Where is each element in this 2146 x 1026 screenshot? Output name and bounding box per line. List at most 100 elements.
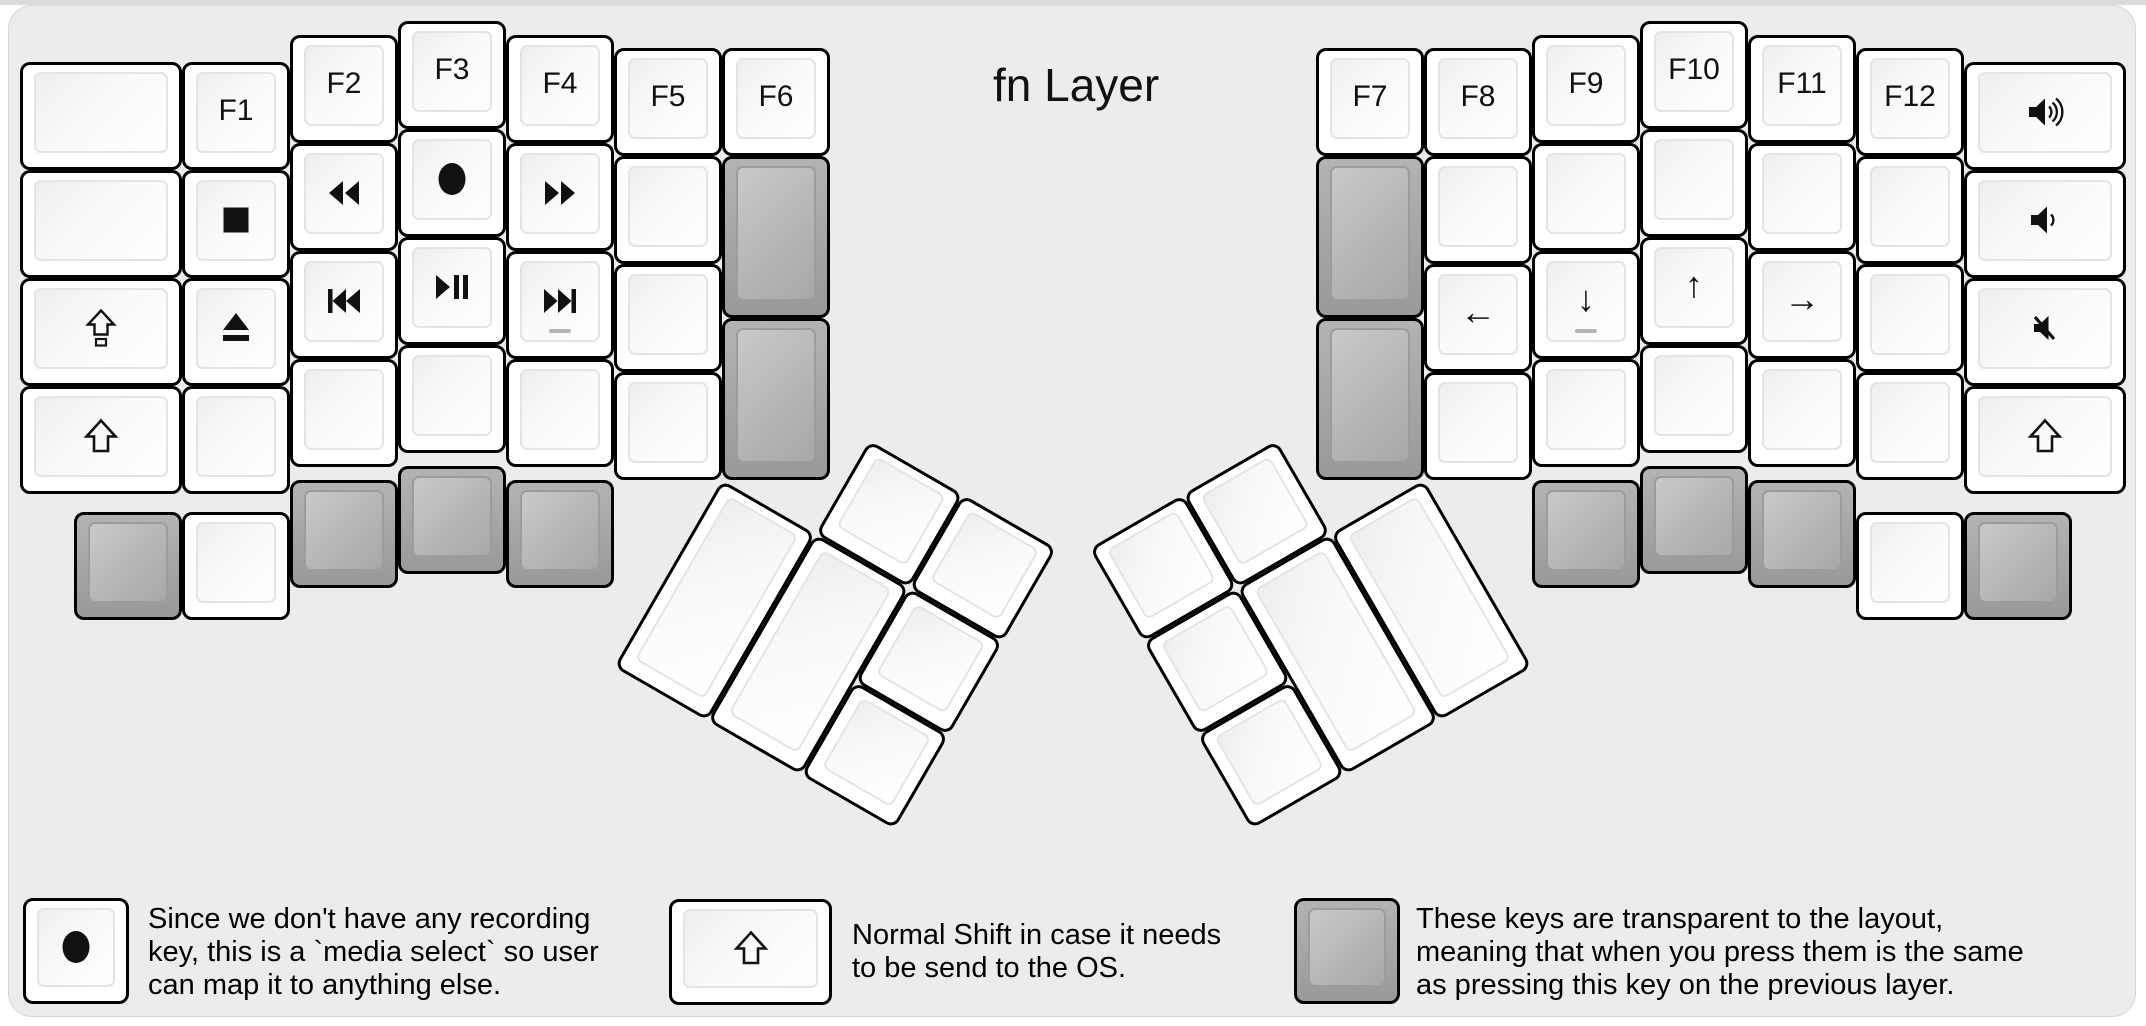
key-transparent-l5[interactable] xyxy=(398,466,506,574)
key-f11[interactable]: F11 xyxy=(1748,35,1856,143)
key-volume-up[interactable] xyxy=(1964,62,2126,170)
key-transparent-r5[interactable] xyxy=(1748,480,1856,588)
key-transparent-l4[interactable] xyxy=(290,480,398,588)
key-transparent-r1[interactable] xyxy=(1316,156,1424,318)
keycap xyxy=(1438,274,1518,355)
keycap xyxy=(88,522,168,603)
next-icon xyxy=(509,254,611,348)
key-f9[interactable]: F9 xyxy=(1532,35,1640,143)
keycap xyxy=(683,909,818,988)
key-f4[interactable]: F4 xyxy=(506,35,614,143)
key-blank-r10[interactable] xyxy=(1856,264,1964,372)
key-transparent-l3[interactable] xyxy=(74,512,182,620)
key-transparent-r6[interactable] xyxy=(1964,512,2072,620)
key-next-track[interactable] xyxy=(506,251,614,359)
key-shift-right[interactable] xyxy=(1964,386,2126,494)
key-f3[interactable]: F3 xyxy=(398,21,506,129)
key-blank-l9[interactable] xyxy=(614,372,722,480)
key-blank-r12[interactable] xyxy=(1856,512,1964,620)
key-blank-r4[interactable] xyxy=(1532,359,1640,467)
key-blank-r7[interactable] xyxy=(1748,143,1856,251)
key-label: F6 xyxy=(758,80,794,113)
stop-icon xyxy=(185,173,287,267)
key-arrow-down[interactable]: ↓ xyxy=(1532,251,1640,359)
key-label: F2 xyxy=(326,67,362,100)
key-arrow-up[interactable]: ↑ xyxy=(1640,237,1748,345)
key-transparent-r3[interactable] xyxy=(1532,480,1640,588)
keycap xyxy=(1546,261,1626,342)
key-prev-track[interactable] xyxy=(290,251,398,359)
keycap xyxy=(1654,31,1734,112)
keycap xyxy=(34,396,168,477)
keycap xyxy=(628,382,708,463)
key-blank-l10[interactable] xyxy=(182,512,290,620)
volume-down-icon xyxy=(1967,173,2123,267)
key-transparent-l6[interactable] xyxy=(506,480,614,588)
key-f12[interactable]: F12 xyxy=(1856,48,1964,156)
key-blank-r2[interactable] xyxy=(1424,372,1532,480)
key-f6[interactable]: F6 xyxy=(722,48,830,156)
layer-title: fn Layer xyxy=(993,59,1160,111)
keycap xyxy=(1870,274,1950,355)
key-blank-l4[interactable] xyxy=(290,359,398,467)
keycap xyxy=(1546,369,1626,450)
shift-icon xyxy=(1967,389,2123,483)
legend-key-transparent xyxy=(1294,898,1400,1004)
keycap xyxy=(1654,476,1734,557)
keycap xyxy=(1546,490,1626,571)
key-transparent-r4[interactable] xyxy=(1640,466,1748,574)
key-transparent-l1[interactable] xyxy=(722,156,830,318)
key-arrow-left[interactable]: ← xyxy=(1424,264,1532,372)
key-transparent-l2[interactable] xyxy=(722,318,830,480)
keycap xyxy=(1762,490,1842,571)
keycap xyxy=(196,396,276,477)
key-blank-r11[interactable] xyxy=(1856,372,1964,480)
key-fast-forward[interactable] xyxy=(506,143,614,251)
keycap xyxy=(304,45,384,126)
key-rewind[interactable] xyxy=(290,143,398,251)
key-f7[interactable]: F7 xyxy=(1316,48,1424,156)
key-eject[interactable] xyxy=(182,278,290,386)
key-label: F10 xyxy=(1668,53,1720,86)
keycap xyxy=(628,166,708,247)
key-blank-l5[interactable] xyxy=(398,345,506,453)
eject-icon xyxy=(185,281,287,375)
key-label: ← xyxy=(1460,291,1496,332)
key-blank-r6[interactable] xyxy=(1640,345,1748,453)
keycap xyxy=(1978,522,2058,603)
keycap xyxy=(836,456,946,567)
key-blank-r5[interactable] xyxy=(1640,129,1748,237)
key-record[interactable] xyxy=(398,129,506,237)
key-blank-r3[interactable] xyxy=(1532,143,1640,251)
key-f1[interactable]: F1 xyxy=(182,62,290,170)
volume-up-icon xyxy=(1967,65,2123,159)
key-f10[interactable]: F10 xyxy=(1640,21,1748,129)
key-blank-r1[interactable] xyxy=(1424,156,1532,264)
key-blank-l8[interactable] xyxy=(614,264,722,372)
key-mute[interactable] xyxy=(1964,278,2126,386)
key-blank-r8[interactable] xyxy=(1748,359,1856,467)
key-blank-l2[interactable] xyxy=(20,170,182,278)
key-arrow-right[interactable]: → xyxy=(1748,251,1856,359)
keycap xyxy=(628,58,708,139)
key-f2[interactable]: F2 xyxy=(290,35,398,143)
key-blank-r9[interactable] xyxy=(1856,156,1964,264)
key-blank-l1[interactable] xyxy=(20,62,182,170)
key-capslock[interactable] xyxy=(20,278,182,386)
key-transparent-r2[interactable] xyxy=(1316,318,1424,480)
key-blank-l3[interactable] xyxy=(182,386,290,494)
key-stop[interactable] xyxy=(182,170,290,278)
key-blank-l7[interactable] xyxy=(614,156,722,264)
keycap xyxy=(1870,58,1950,139)
key-f8[interactable]: F8 xyxy=(1424,48,1532,156)
keycap xyxy=(1546,45,1626,126)
key-volume-down[interactable] xyxy=(1964,170,2126,278)
key-blank-l6[interactable] xyxy=(506,359,614,467)
keycap xyxy=(412,476,492,557)
key-label: F9 xyxy=(1568,67,1604,100)
key-f5[interactable]: F5 xyxy=(614,48,722,156)
key-play-pause[interactable] xyxy=(398,237,506,345)
keycap xyxy=(1438,58,1518,139)
key-shift-left[interactable] xyxy=(20,386,182,494)
